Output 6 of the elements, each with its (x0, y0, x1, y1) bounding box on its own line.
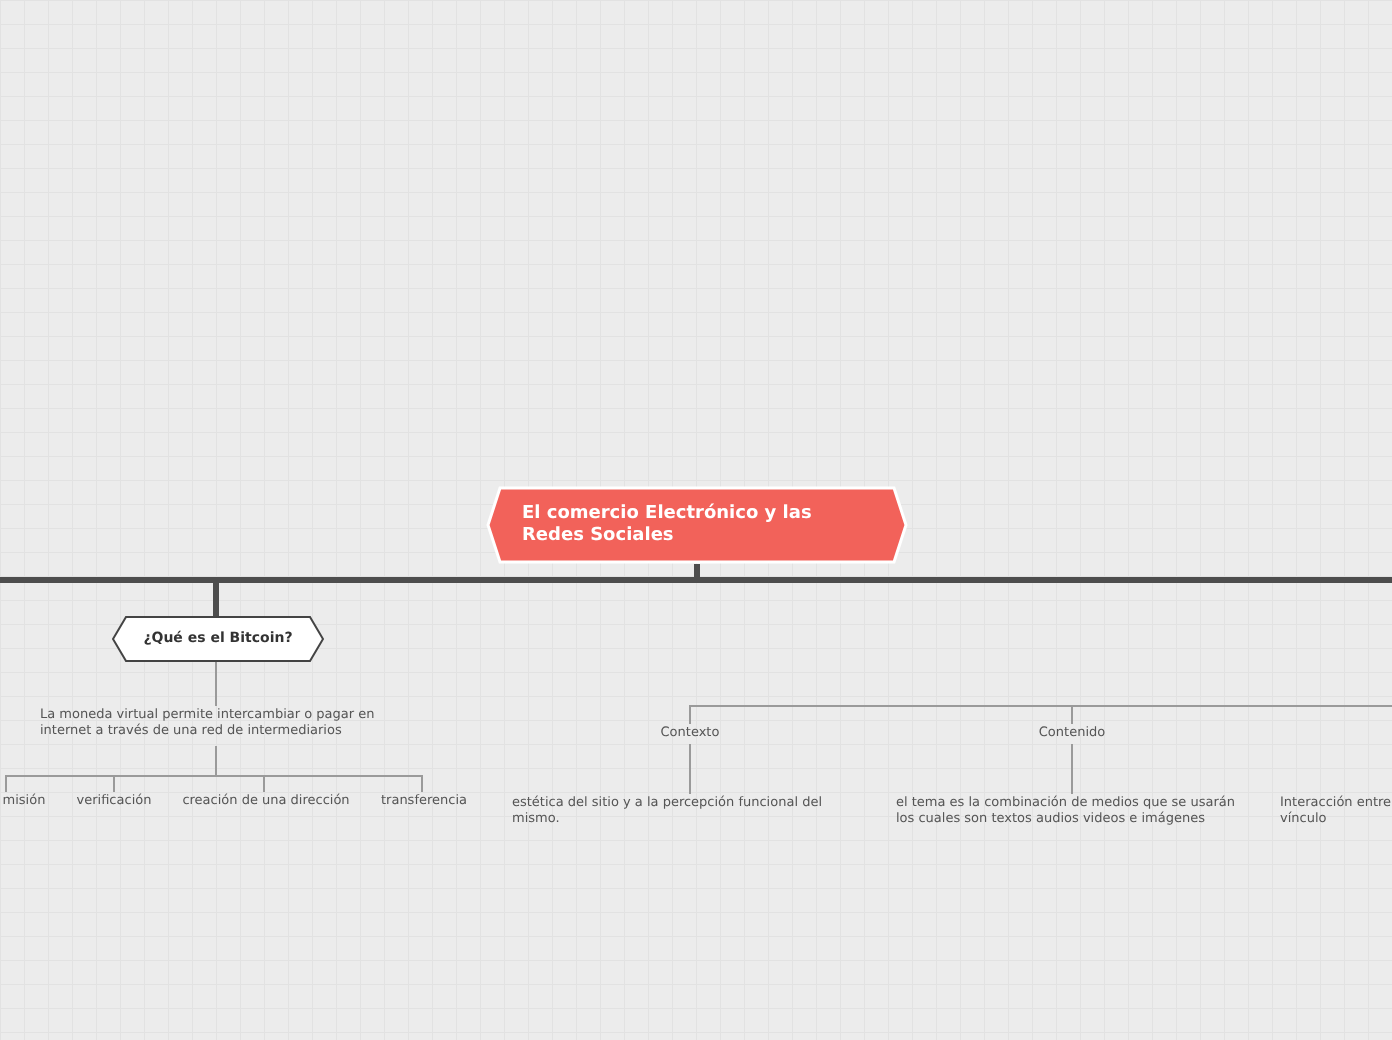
connector-line (1071, 743, 1073, 795)
connector-line (689, 743, 691, 795)
connector-line (1071, 705, 1392, 725)
connector-line (215, 745, 423, 793)
connector-line (213, 564, 700, 616)
connector-line (215, 661, 217, 707)
